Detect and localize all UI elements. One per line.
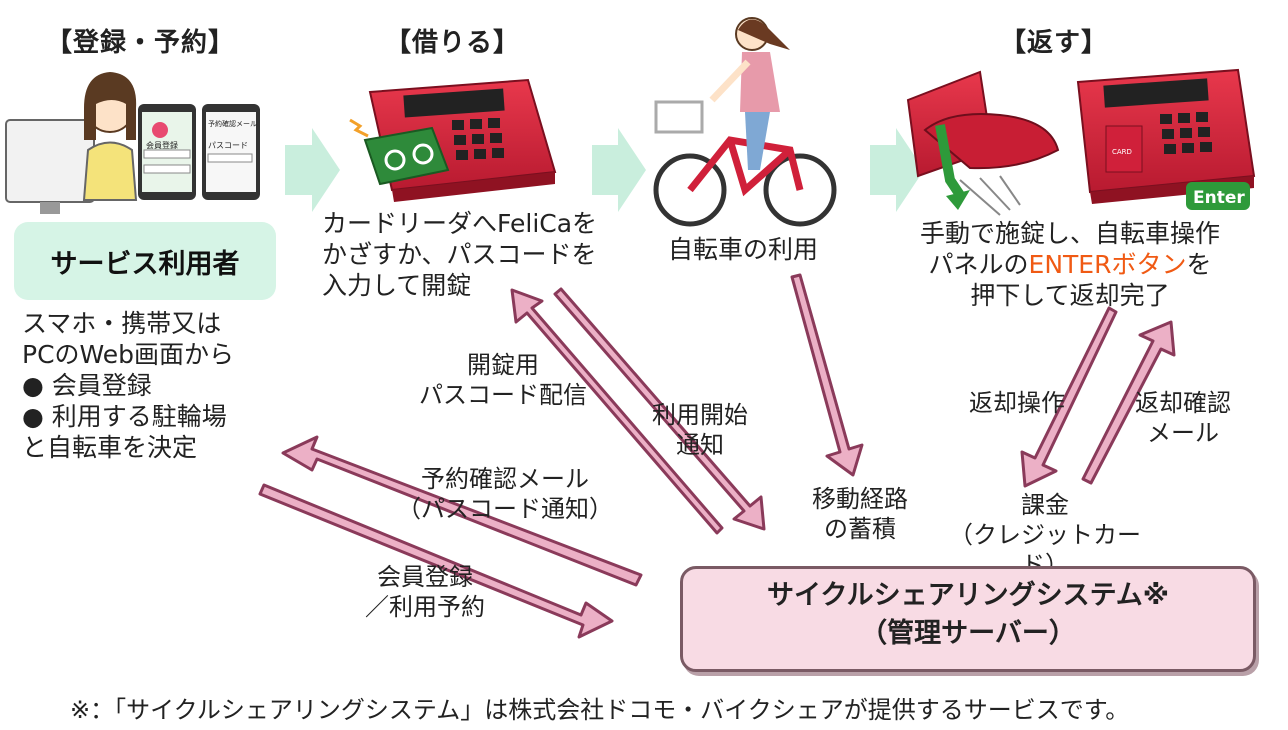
server-title: サイクルシェアリングシステム※ xyxy=(766,580,1170,611)
label-route: 移動経路 の蓄積 xyxy=(795,484,925,544)
label-line: 移動経路 xyxy=(812,485,908,513)
management-server-box: サイクルシェアリングシステム※ （管理サーバー） xyxy=(680,566,1256,672)
label-member-reg: 会員登録 ／利用予約 xyxy=(345,562,505,622)
label-line: ／利用予約 xyxy=(365,593,485,621)
label-line: 返却確認 xyxy=(1135,389,1231,417)
label-line: パスコード配信 xyxy=(419,381,587,409)
card-slot-label: CARD xyxy=(1112,148,1132,156)
phone-right-label-1: 予約確認メール xyxy=(208,119,257,128)
user-desc-line: ● 会員登録 xyxy=(22,371,152,400)
arrow-return-mail xyxy=(1081,320,1176,485)
label-line: （パスコード通知） xyxy=(397,495,613,523)
user-desc-line: PCのWeb画面から xyxy=(22,340,235,369)
label-line: 開錠用 xyxy=(467,351,539,379)
user-desc-line: ● 利用する駐輪場 xyxy=(22,402,227,431)
lock-return-icon xyxy=(906,70,1060,216)
label-line: 課金 xyxy=(1021,491,1069,519)
label-return-op: 返却操作 xyxy=(969,389,1065,417)
enter-button-text: ENTERボタン xyxy=(1028,250,1187,279)
label-line: 会員登録 xyxy=(377,563,473,591)
phone-left-label: 会員登録 xyxy=(146,140,178,150)
user-pc-icon xyxy=(5,72,138,214)
label-usage-start: 利用開始 通知 xyxy=(640,400,760,460)
caption-return-text: パネルの xyxy=(928,250,1029,279)
user-description: スマホ・携帯又は PCのWeb画面から ● 会員登録 ● 利用する駐輪場 と自転… xyxy=(22,308,234,463)
label-line: 通知 xyxy=(676,431,724,459)
caption-ride: 自転車の利用 xyxy=(668,235,819,264)
user-desc-line: と自転車を決定 xyxy=(22,433,198,462)
caption-return-line: 手動で施錠し、自転車操作 xyxy=(919,219,1220,248)
step-arrow-1 xyxy=(285,128,340,212)
arrow-member-reg xyxy=(258,483,614,639)
user-desc-line: スマホ・携帯又は xyxy=(22,309,222,338)
phone-right-label-2: パスコード xyxy=(208,141,248,150)
step-heading-return: 【返す】 xyxy=(1000,28,1109,58)
caption-return-text: を xyxy=(1186,250,1212,279)
phone-register-icon: 会員登録 xyxy=(138,104,196,200)
card-reader-return-icon: CARD Enter xyxy=(1076,68,1256,210)
caption-borrow-line: カードリーダへFeliCaを xyxy=(322,209,598,238)
arrow-reservation-mail xyxy=(281,435,643,587)
cyclist-icon xyxy=(653,17,837,227)
caption-return-line: パネルのENTERボタンを xyxy=(900,249,1240,280)
label-return-mail: 返却確認 メール xyxy=(1118,388,1248,448)
label-line: 利用開始 xyxy=(652,401,748,429)
label-passcode: 開錠用 パスコード配信 xyxy=(398,350,608,410)
service-user-pill: サービス利用者 xyxy=(14,222,276,300)
caption-borrow-line: かざすか、パスコードを xyxy=(322,240,597,269)
step-heading-register: 【登録・予約】 xyxy=(46,28,236,58)
arrow-route xyxy=(790,273,864,477)
card-reader-borrow-icon xyxy=(349,78,557,202)
caption-return-line: 押下して返却完了 xyxy=(970,281,1170,310)
caption-borrow: カードリーダへFeliCaを かざすか、パスコードを 入力して開錠 xyxy=(322,208,597,301)
caption-return: 手動で施錠し、自転車操作 パネルのENTERボタンを 押下して返却完了 xyxy=(900,218,1240,311)
step-heading-borrow: 【借りる】 xyxy=(385,28,521,58)
label-line: メール xyxy=(1147,419,1219,447)
phone-mail-icon: 予約確認メール パスコード xyxy=(202,104,260,200)
arrow-passcode xyxy=(510,288,724,535)
arrow-usage-start xyxy=(553,287,766,531)
step-arrow-2 xyxy=(592,128,646,212)
arrow-return-op xyxy=(1020,306,1118,488)
caption-borrow-line: 入力して開錠 xyxy=(322,271,472,300)
label-line: 予約確認メール xyxy=(421,465,589,493)
footnote: ※：「サイクルシェアリングシステム」は株式会社ドコモ・バイクシェアが提供するサー… xyxy=(70,696,1130,724)
step-arrow-3 xyxy=(870,128,924,212)
label-line: の蓄積 xyxy=(824,515,896,543)
enter-badge: Enter xyxy=(1193,188,1245,208)
server-subtitle: （管理サーバー） xyxy=(860,618,1076,649)
label-reservation-mail: 予約確認メール （パスコード通知） xyxy=(390,464,620,524)
